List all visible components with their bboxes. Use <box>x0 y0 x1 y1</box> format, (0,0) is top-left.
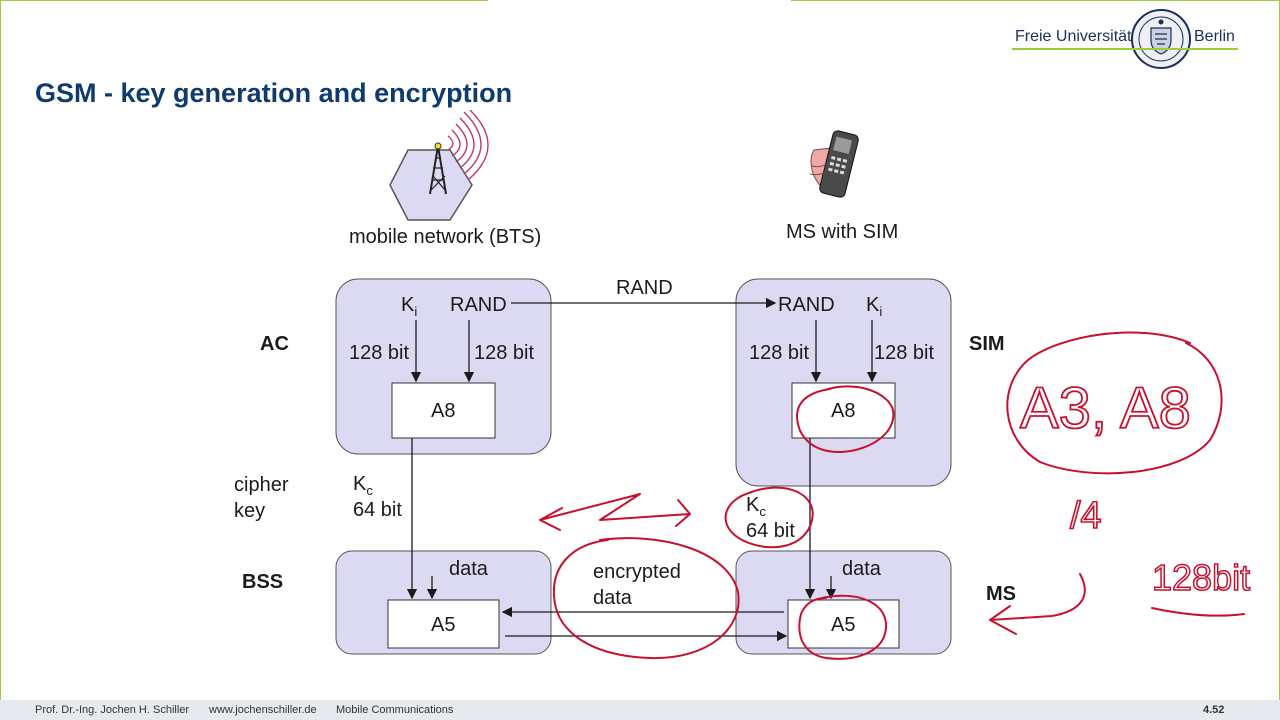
ac-rand-label: RAND <box>450 294 507 316</box>
ac-bits-left: 128 bit <box>349 342 410 364</box>
ac-label: AC <box>260 333 289 355</box>
handwritten-annotations <box>539 331 1245 660</box>
cipher-key-label: cipher key <box>234 474 289 522</box>
ms-side-label: MS <box>986 583 1016 605</box>
kc-left-label: Kc <box>353 473 373 498</box>
ms-data-label: data <box>842 558 881 580</box>
slide-title: GSM - key generation and encryption <box>35 78 513 108</box>
key-generation-diagram: A3, A8 /4 128bit <box>335 278 1251 660</box>
footer-author: Prof. Dr.-Ing. Jochen H. Schiller <box>35 704 190 716</box>
bss-a5-label: A5 <box>431 614 456 636</box>
ac-a8-label: A8 <box>431 400 456 422</box>
ms-a5-circle <box>798 594 888 660</box>
kc-left-bits: 64 bit <box>353 499 402 521</box>
slide-footer: Prof. Dr.-Ing. Jochen H. Schiller www.jo… <box>0 700 1280 720</box>
kc-circle <box>724 486 814 549</box>
a3-a8-note: A3, A8 <box>1020 376 1191 441</box>
bts-tower-icon <box>389 110 489 221</box>
quarter-note: /4 <box>1070 495 1102 537</box>
bits-note: 128bit <box>1152 557 1250 598</box>
bss-data-label: data <box>449 558 488 580</box>
rand-transfer-label: RAND <box>616 277 673 299</box>
encrypted-data-circle <box>552 537 740 660</box>
sim-bits-left: 128 bit <box>749 342 810 364</box>
ac-box <box>335 278 552 455</box>
bts-label: mobile network (BTS) <box>349 226 542 248</box>
logo-text-right: Berlin <box>1194 28 1235 45</box>
ac-a8-box <box>391 382 496 439</box>
footer-website[interactable]: www.jochenschiller.de <box>209 704 317 716</box>
a3-a8-circle <box>1006 331 1223 475</box>
bss-a5-box <box>387 599 500 649</box>
mobile-phone-icon <box>809 130 859 198</box>
sim-ki-label: Ki <box>866 294 883 319</box>
sim-bits-right: 128 bit <box>874 342 935 364</box>
double-arrow-scribble <box>539 493 691 531</box>
footer-course: Mobile Communications <box>336 704 454 716</box>
kc-right-label: Kc <box>746 494 766 519</box>
sim-label: SIM <box>969 333 1005 355</box>
encrypted-data-label: encrypted data <box>593 561 681 609</box>
ms-a5-label: A5 <box>831 614 856 636</box>
logo-underline <box>1012 48 1238 50</box>
university-seal-icon <box>1131 9 1191 69</box>
bss-label: BSS <box>242 571 284 593</box>
bits-underline <box>1151 607 1245 617</box>
ms-arrow-scribble <box>989 573 1086 635</box>
footer-page-number: 4.52 <box>1203 704 1225 716</box>
logo-text-left: Freie Universität <box>1015 28 1132 45</box>
sim-a8-box <box>791 382 896 439</box>
sim-a8-circle <box>796 385 895 454</box>
ac-ki-label: Ki <box>401 294 418 319</box>
kc-right-bits: 64 bit <box>746 520 795 542</box>
slide-frame-gap <box>488 0 791 2</box>
slide-frame-left <box>0 0 1 720</box>
ac-bits-right: 128 bit <box>474 342 535 364</box>
sim-rand-label: RAND <box>778 294 835 316</box>
sim-a8-label: A8 <box>831 400 856 422</box>
university-logo: Freie Universität Berlin <box>1010 8 1242 70</box>
ms-label: MS with SIM <box>786 221 899 243</box>
